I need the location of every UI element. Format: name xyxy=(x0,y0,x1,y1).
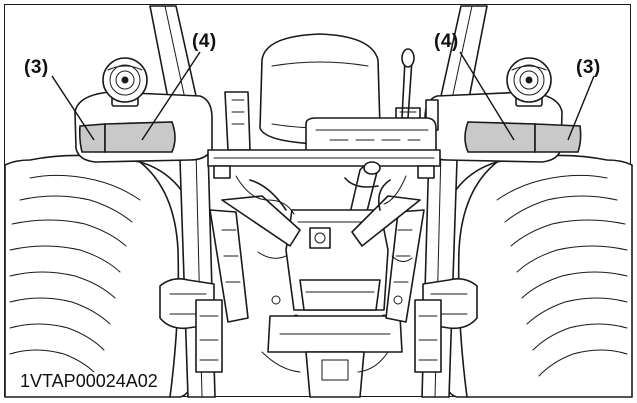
right-rear-tire xyxy=(432,154,633,398)
leader-right-4 xyxy=(459,51,515,141)
cross-beam xyxy=(207,149,441,179)
left-axle xyxy=(159,278,223,373)
right-work-light xyxy=(506,57,552,107)
leader-left-4 xyxy=(141,51,201,141)
leader-right-3 xyxy=(567,75,595,141)
left-work-light xyxy=(102,57,148,107)
hoses-and-details xyxy=(235,175,413,373)
right-lamp-3 xyxy=(534,123,582,153)
left-rear-tire xyxy=(4,154,205,398)
leader-left-3 xyxy=(51,75,95,141)
left-lamp-4 xyxy=(104,121,176,153)
callout-right-4: (4) xyxy=(434,31,459,52)
lower-links xyxy=(209,179,425,323)
callout-left-4: (4) xyxy=(192,31,217,52)
right-lamp-4 xyxy=(464,121,536,153)
right-axle xyxy=(414,278,478,373)
callout-right-3: (3) xyxy=(576,57,601,78)
left-rear-lamp-assembly xyxy=(78,121,176,153)
figure-id-label: 1VTAP00024A02 xyxy=(20,372,162,390)
callout-left-3: (3) xyxy=(24,57,49,78)
callout-leaders xyxy=(51,51,595,141)
right-rear-lamp-assembly xyxy=(464,121,582,153)
